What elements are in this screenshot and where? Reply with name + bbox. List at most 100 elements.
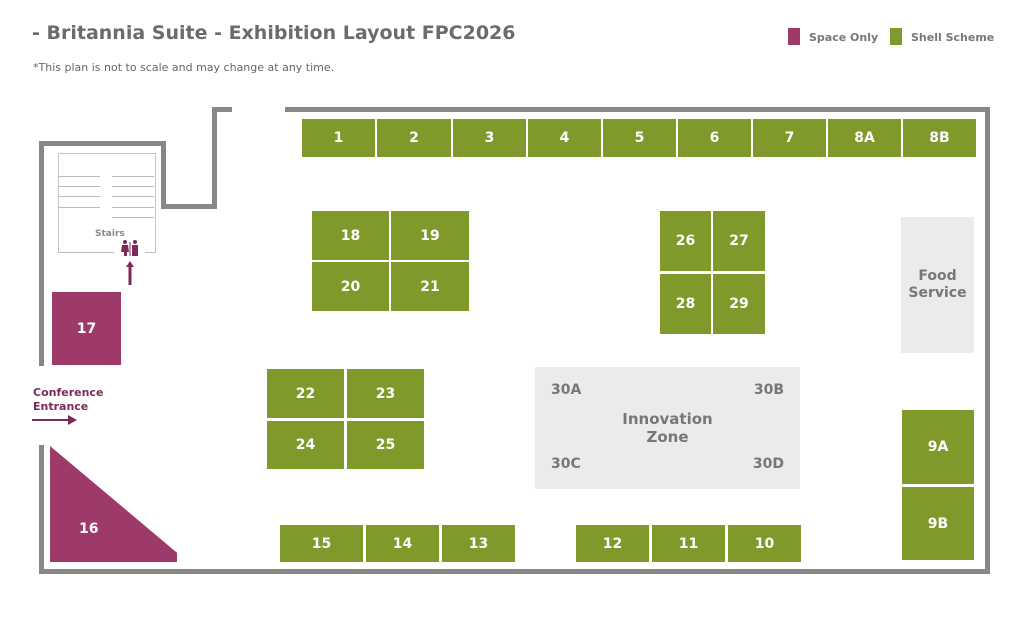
booth-label: 17	[76, 320, 97, 337]
stair-step	[112, 186, 154, 187]
booth-label: 1	[333, 130, 344, 146]
booth-19[interactable]: 19	[391, 211, 469, 260]
shell-scheme-swatch	[890, 28, 902, 45]
booth-label: 28	[675, 296, 696, 312]
booth-15[interactable]: 15	[280, 525, 363, 562]
booth-label: 29	[729, 296, 749, 312]
booth-23[interactable]: 23	[347, 369, 424, 418]
innovation-line2: Zone	[646, 428, 689, 446]
booth-label: 9A	[927, 439, 949, 455]
stair-step	[59, 196, 100, 197]
booth-6[interactable]: 6	[678, 119, 751, 157]
booth-3[interactable]: 3	[453, 119, 526, 157]
innovation-line1: Innovation	[622, 410, 713, 428]
booth-label: 26	[675, 233, 696, 249]
booth-label: 16	[79, 521, 99, 537]
entrance-line1: Conference	[33, 386, 104, 399]
booth-label: 19	[420, 227, 440, 244]
booth-16[interactable]: 16	[50, 446, 177, 562]
booth-11[interactable]: 11	[652, 525, 725, 562]
booth-8b[interactable]: 8B	[903, 119, 976, 157]
booth-label: 8A	[854, 130, 875, 146]
wall	[161, 204, 217, 209]
food-line1: Food	[918, 268, 957, 284]
booth-12[interactable]: 12	[576, 525, 649, 562]
stairs-edge	[58, 252, 114, 253]
booth-1[interactable]: 1	[302, 119, 375, 157]
booth-28[interactable]: 28	[660, 274, 711, 334]
booth-5[interactable]: 5	[603, 119, 676, 157]
wall	[212, 107, 217, 209]
booth-13[interactable]: 13	[442, 525, 515, 562]
arrow-right-icon	[32, 415, 77, 425]
page-title: - Britannia Suite - Exhibition Layout FP…	[32, 22, 516, 44]
booth-label: 8B	[929, 130, 950, 146]
space-only-swatch	[788, 28, 800, 45]
booth-30c[interactable]: 30C	[551, 456, 581, 472]
booth-label: 7	[784, 130, 795, 146]
wall	[285, 107, 989, 112]
booth-21[interactable]: 21	[391, 262, 469, 311]
legend-space-only: Space Only	[809, 31, 879, 44]
booth-20[interactable]: 20	[312, 262, 389, 311]
booth-label: 2	[409, 130, 419, 146]
booth-4[interactable]: 4	[528, 119, 601, 157]
booth-8a[interactable]: 8A	[828, 119, 901, 157]
booth-22[interactable]: 22	[267, 369, 344, 418]
booth-label: 14	[392, 535, 413, 552]
booth-30d[interactable]: 30D	[752, 456, 784, 472]
wall	[985, 107, 990, 574]
wall	[161, 141, 166, 209]
booth-label: 4	[559, 130, 570, 146]
booth-9b[interactable]: 9B	[902, 487, 974, 560]
booth-label: 21	[420, 278, 440, 295]
wall	[212, 107, 232, 112]
entrance-line2: Entrance	[33, 400, 89, 413]
stair-step	[112, 217, 154, 218]
legend-shell-scheme: Shell Scheme	[911, 31, 995, 44]
booth-30a[interactable]: 30A	[551, 382, 582, 398]
stairs-area	[58, 153, 156, 253]
booth-label: 5	[634, 130, 645, 146]
booth-17[interactable]: 17	[52, 292, 121, 365]
booth-26[interactable]: 26	[660, 211, 711, 271]
stair-step	[112, 196, 154, 197]
booth-label: 23	[375, 385, 396, 402]
booth-7[interactable]: 7	[753, 119, 826, 157]
booth-18[interactable]: 18	[312, 211, 389, 260]
booth-label: 25	[375, 437, 396, 453]
booth-2[interactable]: 2	[377, 119, 451, 157]
stair-step	[59, 186, 100, 187]
booth-14[interactable]: 14	[366, 525, 439, 562]
stairs-label: Stairs	[95, 229, 125, 239]
wall	[39, 141, 166, 146]
booth-label: 9B	[927, 515, 949, 532]
disclaimer-note: *This plan is not to scale and may chang…	[33, 61, 335, 74]
wall	[39, 141, 44, 366]
booth-29[interactable]: 29	[713, 274, 765, 334]
booth-label: 24	[295, 437, 316, 453]
booth-9a[interactable]: 9A	[902, 410, 974, 484]
food-line2: Service	[908, 285, 967, 301]
booth-30b[interactable]: 30B	[753, 382, 784, 398]
wall	[39, 445, 44, 574]
stair-step	[59, 176, 100, 177]
booth-10[interactable]: 10	[728, 525, 801, 562]
booth-label: 27	[729, 233, 749, 249]
booth-25[interactable]: 25	[347, 421, 424, 469]
booth-label: 10	[754, 535, 775, 552]
booth-label: 18	[340, 227, 361, 244]
booth-label: 22	[295, 385, 316, 402]
stair-step	[59, 207, 100, 208]
stair-step	[112, 176, 154, 177]
booth-label: 20	[340, 278, 361, 295]
stairs-edge	[145, 252, 155, 253]
booth-24[interactable]: 24	[267, 421, 344, 469]
booth-label: 6	[709, 130, 720, 146]
booth-27[interactable]: 27	[713, 211, 765, 271]
